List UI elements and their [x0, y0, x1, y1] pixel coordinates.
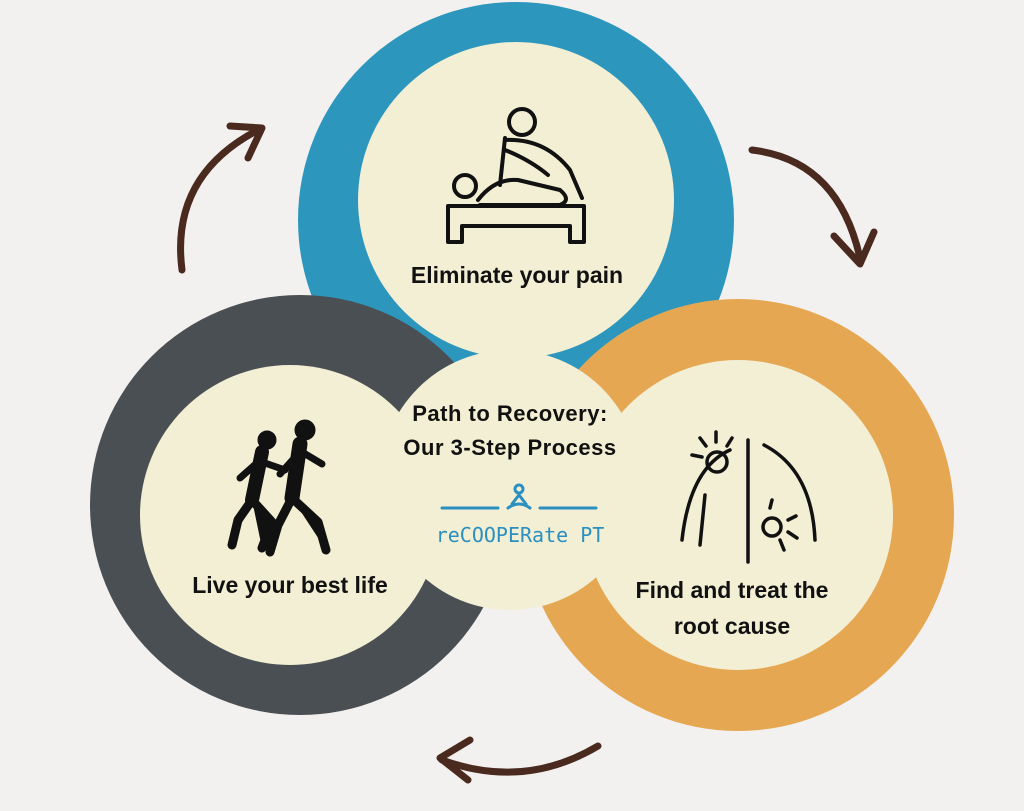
inner-top — [358, 42, 674, 358]
arrow-top-right — [748, 146, 864, 262]
center-title-line2: Our 3-Step Process — [403, 435, 617, 460]
runners-icon — [227, 419, 331, 557]
arrow-head-bottom — [436, 736, 474, 784]
inner-left — [140, 365, 440, 665]
center-title-line1: Path to Recovery: — [412, 401, 608, 426]
inner-center — [380, 350, 640, 610]
joint-pain-icon — [680, 430, 817, 564]
step-3-label: Live your best life — [192, 572, 388, 598]
step-2-label-line1: Find and treat the — [635, 577, 829, 603]
step-2-label-line2: root cause — [673, 613, 791, 639]
inner-right — [583, 360, 893, 670]
arrow-head-left-up — [226, 122, 266, 162]
arrow-bottom — [438, 742, 602, 776]
arrow-left-up — [177, 126, 262, 274]
massage-therapy-icon — [446, 107, 586, 244]
meditation-figure-icon — [506, 483, 532, 510]
brand-name: reCOOPERate PT — [435, 523, 605, 547]
step-2-label: Find and treat the root cause — [592, 572, 872, 644]
brand-mark — [440, 483, 598, 510]
step-1-label: Eliminate your pain — [410, 262, 624, 288]
arrow-head-top-right — [830, 228, 878, 268]
